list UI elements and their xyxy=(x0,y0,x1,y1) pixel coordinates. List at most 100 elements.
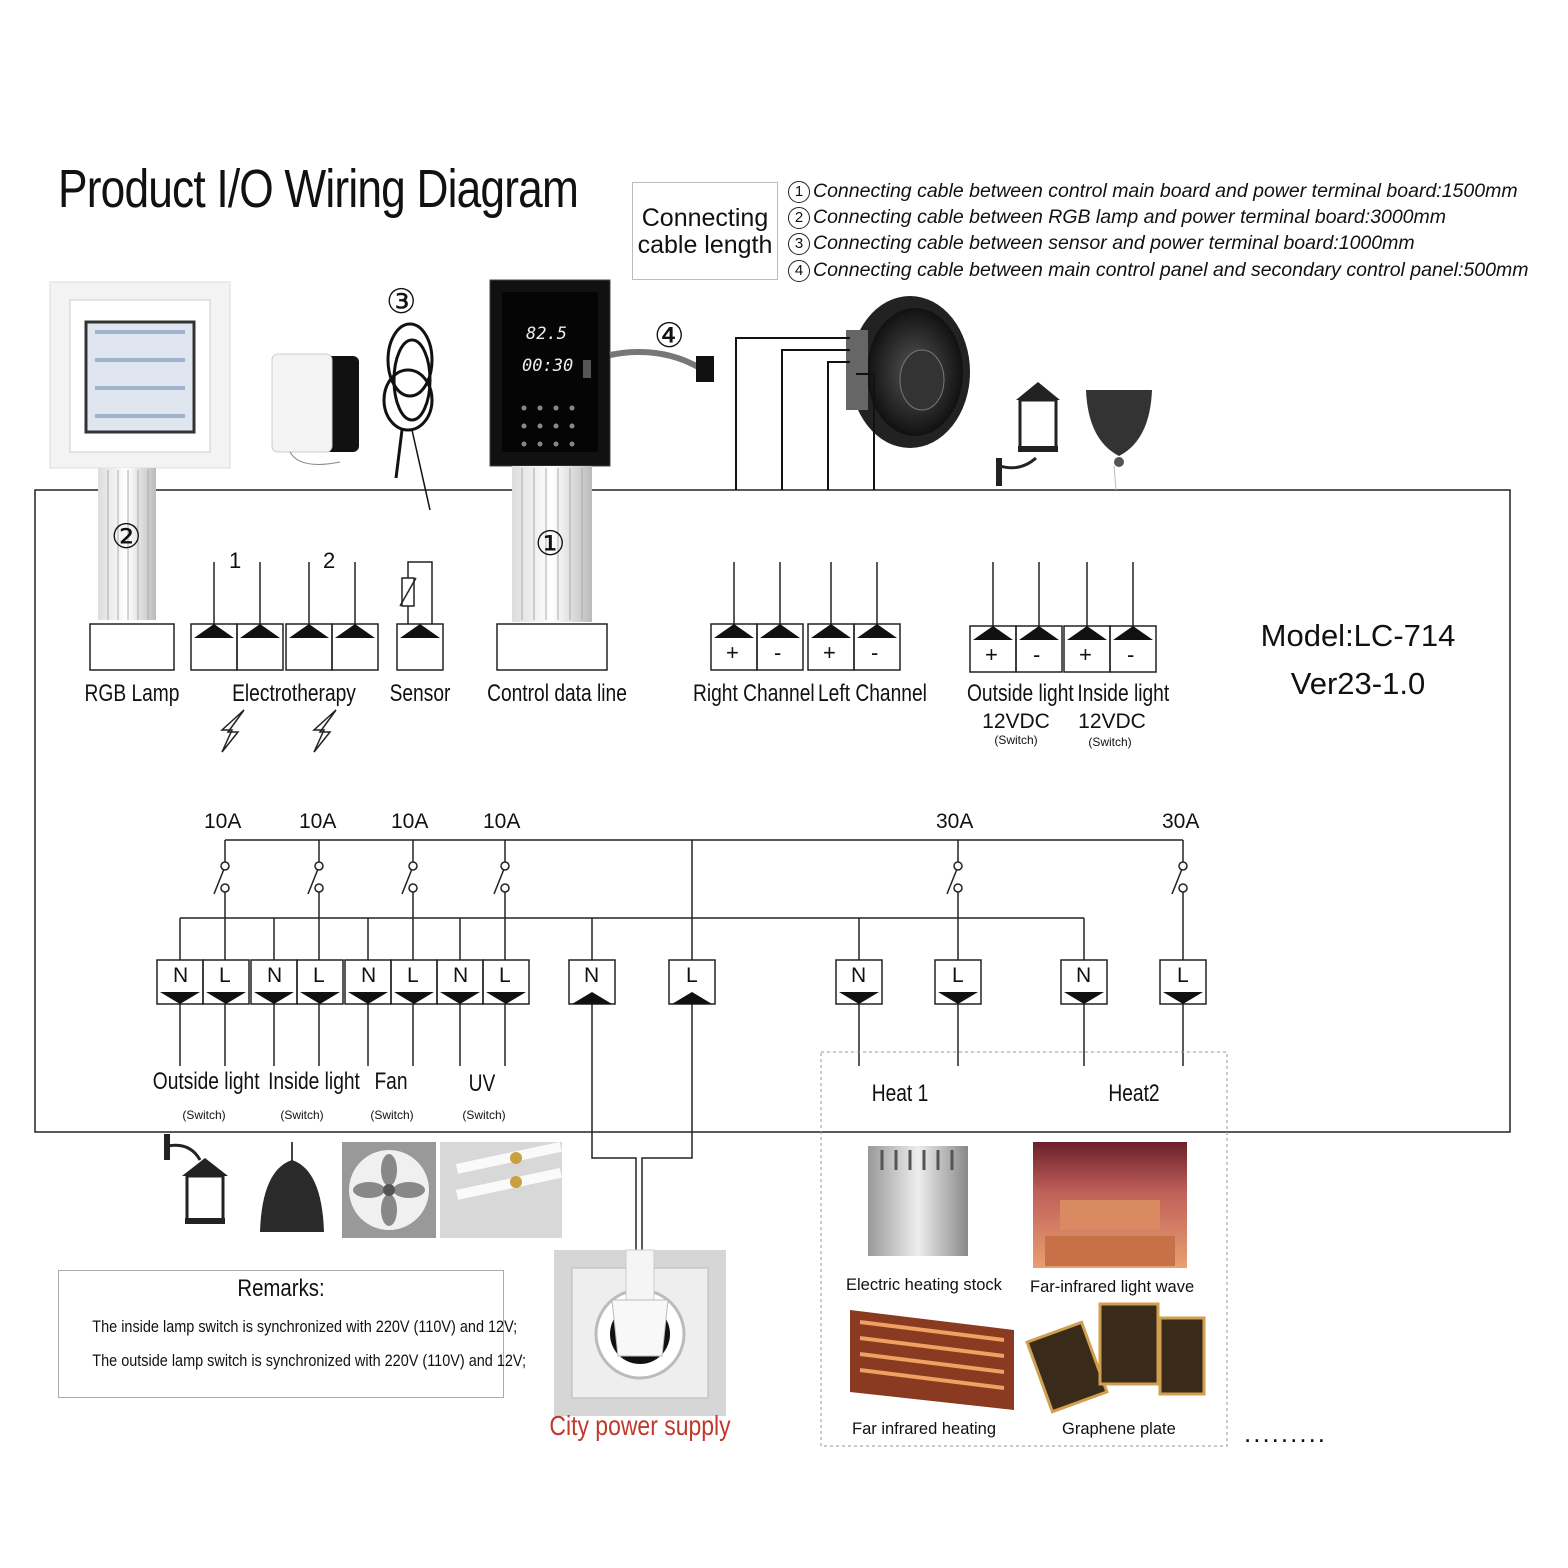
heater-area xyxy=(820,1051,1228,1447)
mains-terminal-l: L xyxy=(686,964,698,987)
outside-lamp-image xyxy=(996,382,1060,486)
cable-note-text: Connecting cable between main control pa… xyxy=(813,259,1529,281)
mains-terminal-n: N xyxy=(584,964,600,987)
left-channel-label: Left Channel xyxy=(818,680,927,707)
secondary-panel-cable-image xyxy=(609,348,714,382)
city-power-supply-label: City power supply xyxy=(549,1410,731,1441)
outside-light-label: Outside light xyxy=(967,680,1074,707)
uv-output-label: UV xyxy=(468,1070,496,1097)
cable-length-label-2: cable length xyxy=(637,231,773,259)
terminal-l: L xyxy=(499,964,511,987)
sensor-cable-image xyxy=(382,322,434,511)
cable-note-text: Connecting cable between RGB lamp and po… xyxy=(813,206,1447,228)
heat1-terminal-n: N xyxy=(851,964,867,987)
terminal-n: N xyxy=(173,964,189,987)
breaker-rating: 30A xyxy=(1162,810,1200,833)
heat2-terminal-l: L xyxy=(1177,964,1189,987)
display-time: 00:30 xyxy=(522,356,574,376)
outside-plus: + xyxy=(985,642,998,667)
cable-note-number: 2 xyxy=(788,207,810,229)
control-panel-image xyxy=(489,279,611,467)
outside-lamp-bottom-image xyxy=(164,1134,228,1224)
rgb-lamp-label: RGB Lamp xyxy=(84,680,180,707)
cable-note-text: Connecting cable between sensor and powe… xyxy=(813,232,1415,254)
outside-light-output-label: Outside light xyxy=(152,1068,260,1095)
top-terminal-arrows xyxy=(194,624,1153,640)
remarks-title: Remarks: xyxy=(237,1275,325,1302)
terminal-n: N xyxy=(267,964,283,987)
model-number: Model:LC-714 xyxy=(1260,618,1456,653)
cable-bundle-2 xyxy=(98,468,156,620)
model-info: Model:LC-714 Ver23-1.0 xyxy=(1240,612,1476,708)
inside-light-voltage: 12VDC xyxy=(1078,710,1146,733)
right-plus: + xyxy=(726,640,739,665)
cable-number-2: ② xyxy=(111,518,142,556)
display-temperature: 82.5 xyxy=(526,324,567,344)
cable-number-4: ④ xyxy=(654,317,685,355)
cable-bundle-1 xyxy=(512,466,592,622)
heat1-label: Heat 1 xyxy=(871,1080,929,1107)
terminal-l: L xyxy=(407,964,419,987)
left-plus: + xyxy=(823,640,836,665)
cable-note-number: 3 xyxy=(788,233,810,255)
page-title: Product I/O Wiring Diagram xyxy=(58,159,579,219)
breaker-rating: 30A xyxy=(936,810,974,833)
terminal-n: N xyxy=(361,964,377,987)
outside-minus: - xyxy=(1033,642,1041,667)
right-minus: - xyxy=(774,640,782,665)
cable-number-1: ① xyxy=(535,525,566,563)
power-socket-image xyxy=(554,1249,726,1416)
outside-light-switch-note: (Switch) xyxy=(994,733,1038,747)
inside-minus: - xyxy=(1127,642,1135,667)
graphene-plate-image xyxy=(1025,1302,1206,1414)
uv-switch: (Switch) xyxy=(462,1108,506,1122)
power-bus xyxy=(179,839,1185,1250)
cable-length-label-1: Connecting xyxy=(641,204,769,232)
inside-plus: + xyxy=(1079,642,1092,667)
remarks-line-2: The outside lamp switch is synchronized … xyxy=(92,1351,527,1370)
more-heaters-ellipsis: ......... xyxy=(1244,1418,1328,1448)
sensor-label: Sensor xyxy=(389,680,451,707)
heat2-terminal-n: N xyxy=(1076,964,1092,987)
electrotherapy-label: Electrotherapy xyxy=(232,680,356,707)
model-version: Ver23-1.0 xyxy=(1290,666,1426,701)
inside-light-switch: (Switch) xyxy=(280,1108,324,1122)
heat1-terminal-l: L xyxy=(952,964,964,987)
cable-length-box: Connecting cable length xyxy=(632,182,778,280)
fan-switch: (Switch) xyxy=(370,1108,414,1122)
graphene-plate-caption: Graphene plate xyxy=(1062,1420,1176,1438)
right-channel-label: Right Channel xyxy=(693,680,815,707)
heat2-label: Heat2 xyxy=(1108,1080,1160,1107)
terminal-l: L xyxy=(313,964,325,987)
electrotherapy-channel-1: 1 xyxy=(229,548,242,573)
switch-contacts xyxy=(220,861,1188,893)
electrotherapy-channel-2: 2 xyxy=(323,548,336,573)
terminal-n: N xyxy=(453,964,469,987)
rgb-lamp-image xyxy=(49,281,231,469)
uv-lamp-image xyxy=(440,1141,562,1238)
terminal-l: L xyxy=(219,964,231,987)
electric-heating-stove-image xyxy=(868,1146,968,1256)
inside-light-label: Inside light xyxy=(1077,680,1170,707)
bottom-terminal-arrows xyxy=(160,992,1203,1004)
cable-note-number: 4 xyxy=(788,260,810,282)
electrotherapy-pads-image xyxy=(271,353,359,465)
outside-light-switch: (Switch) xyxy=(182,1108,226,1122)
remarks-box: Remarks: The inside lamp switch is synch… xyxy=(58,1270,527,1398)
lightning-icon xyxy=(220,709,337,753)
speaker-image xyxy=(846,296,970,448)
control-data-line-label: Control data line xyxy=(487,680,627,707)
speaker-wires xyxy=(735,337,875,490)
far-infrared-heating-caption: Far infrared heating xyxy=(852,1420,996,1438)
top-terminal-leads xyxy=(213,561,1134,626)
inside-light-switch-note: (Switch) xyxy=(1088,735,1132,749)
left-minus: - xyxy=(871,640,879,665)
cable-note-text: Connecting cable between control main bo… xyxy=(813,180,1518,202)
far-infrared-light-wave-caption: Far-infrared light wave xyxy=(1030,1278,1195,1296)
breaker-rating: 10A xyxy=(483,810,521,833)
inside-lamp-image xyxy=(1086,390,1152,491)
